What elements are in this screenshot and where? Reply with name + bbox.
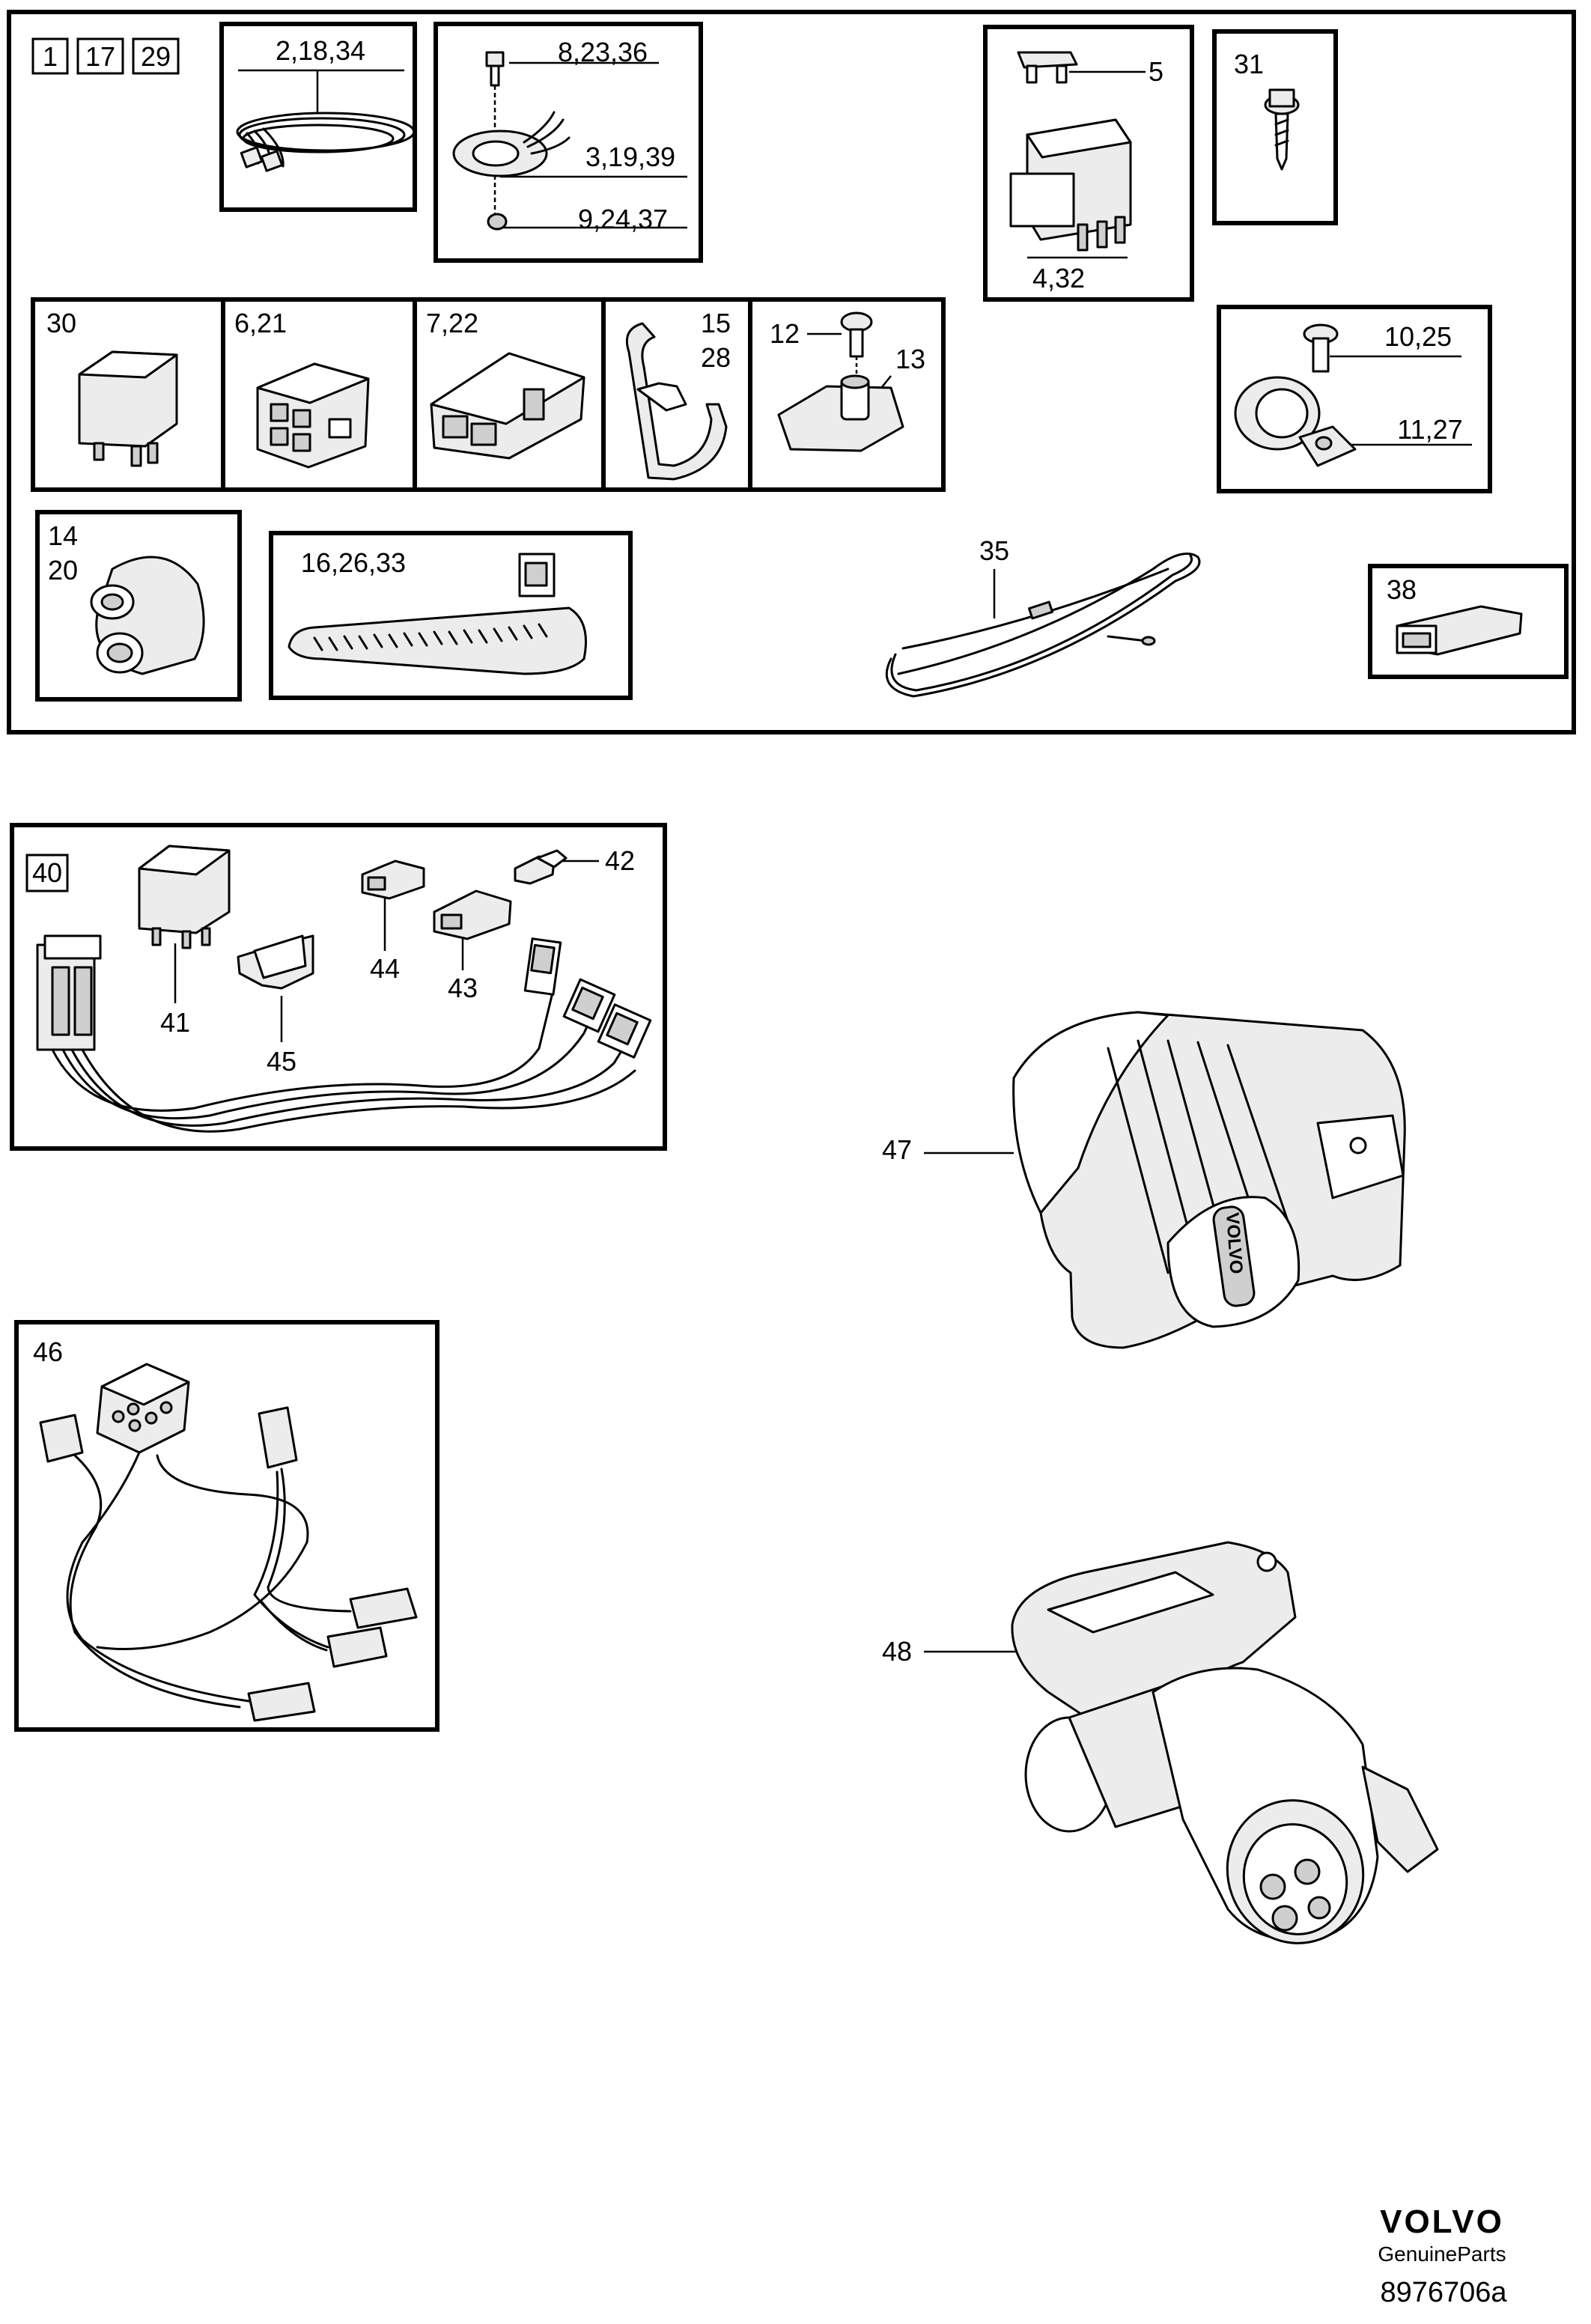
box-46-harness: 46	[14, 1320, 439, 1732]
relay-part	[1009, 118, 1132, 252]
volvo-genuine-parts-logo: VOLVO GenuineParts	[1378, 2203, 1506, 2266]
relay-41-part	[138, 845, 231, 949]
socket-volvo-emblem: VOLVO	[1222, 1212, 1247, 1275]
tag-1: 1	[43, 41, 58, 72]
callout-12: 12	[770, 318, 800, 349]
box-earth-point: 8,23,36 3,19,39 9,24,37	[434, 22, 703, 263]
box-wiring-loom: 2,18,34	[219, 22, 417, 212]
callout-45: 45	[267, 1046, 296, 1077]
callout-44: 44	[370, 953, 400, 984]
harness-40-part	[36, 934, 652, 1133]
document-number: 8976706a	[1380, 2277, 1507, 2308]
tag-40	[25, 854, 69, 892]
callout-38: 38	[1387, 574, 1417, 605]
box-cable-tie: 16,26,33	[269, 531, 633, 700]
clip-15-28-part	[625, 322, 728, 481]
callout-46: 46	[33, 1336, 63, 1367]
connector-7-22-part	[430, 352, 585, 460]
brand-wordmark: VOLVO	[1380, 2203, 1504, 2240]
socket-13pin-part: VOLVO	[1012, 1011, 1406, 1349]
wiring-loom-part	[236, 112, 416, 172]
callout-14: 14	[48, 520, 78, 551]
callout-28: 28	[701, 342, 731, 373]
plug-13pin-part	[1011, 1541, 1439, 1944]
box-screw-31: 31	[1212, 29, 1338, 225]
callout-48: 48	[882, 1636, 912, 1667]
header-tags: 1 17 29	[31, 37, 180, 75]
earth-screw-part	[452, 51, 571, 231]
box-clip-38: 38	[1368, 564, 1569, 679]
callout-9-24-37: 9,24,37	[578, 204, 668, 234]
clip-38-part	[1396, 605, 1523, 656]
relay-30-part	[78, 350, 178, 467]
callout-15: 15	[701, 308, 731, 338]
p-clip-part	[1234, 323, 1357, 467]
callout-42: 42	[605, 845, 635, 876]
callout-35: 35	[979, 535, 1009, 566]
callout-47: 47	[882, 1134, 912, 1165]
brand-subtitle: GenuineParts	[1378, 2242, 1506, 2266]
callout-40: 40	[32, 857, 62, 888]
tag-17: 17	[85, 41, 115, 72]
callout-30: 30	[46, 308, 76, 338]
callout-5: 5	[1149, 56, 1163, 87]
callout-43: 43	[448, 973, 478, 1003]
terminal-43-part	[433, 889, 512, 940]
callout-13: 13	[895, 344, 925, 374]
screw-31-part	[1264, 88, 1300, 171]
box-40-relay-harness: 40 41 45 44 43 42	[10, 823, 667, 1151]
tag-29: 29	[141, 41, 171, 72]
cable-35-part	[885, 553, 1201, 698]
callout-31: 31	[1234, 49, 1264, 79]
fuse-part	[1017, 51, 1078, 84]
callout-7-22: 7,22	[426, 308, 478, 338]
callout-6-21: 6,21	[234, 308, 287, 338]
harness-46-part	[39, 1363, 418, 1722]
callout-16-26-33: 16,26,33	[301, 547, 406, 578]
callout-2-18-34: 2,18,34	[276, 35, 365, 66]
connector-6-21-part	[256, 362, 370, 469]
callout-10-25: 10,25	[1384, 321, 1452, 352]
bracket-45-part	[237, 934, 314, 990]
box-grommet: 14 20	[35, 510, 242, 702]
cable-tie-part	[288, 553, 587, 675]
terminal-44-part	[361, 860, 425, 900]
callout-41: 41	[160, 1007, 190, 1038]
callout-4-32: 4,32	[1032, 263, 1085, 293]
callout-11-27: 11,27	[1397, 414, 1462, 445]
nut-clip-12-13-part	[777, 311, 904, 452]
box-relay-fuse: 5 4,32	[983, 25, 1194, 302]
box-row-connectors: 30 6,21 7,22 15 28	[31, 297, 946, 492]
callout-3-19-39: 3,19,39	[585, 142, 675, 172]
box-p-clip: 10,25 11,27	[1217, 305, 1492, 493]
grommet-part	[90, 556, 205, 675]
terminal-42-part	[514, 849, 568, 885]
callout-20: 20	[48, 555, 78, 585]
kit-contents-frame	[7, 10, 1576, 734]
